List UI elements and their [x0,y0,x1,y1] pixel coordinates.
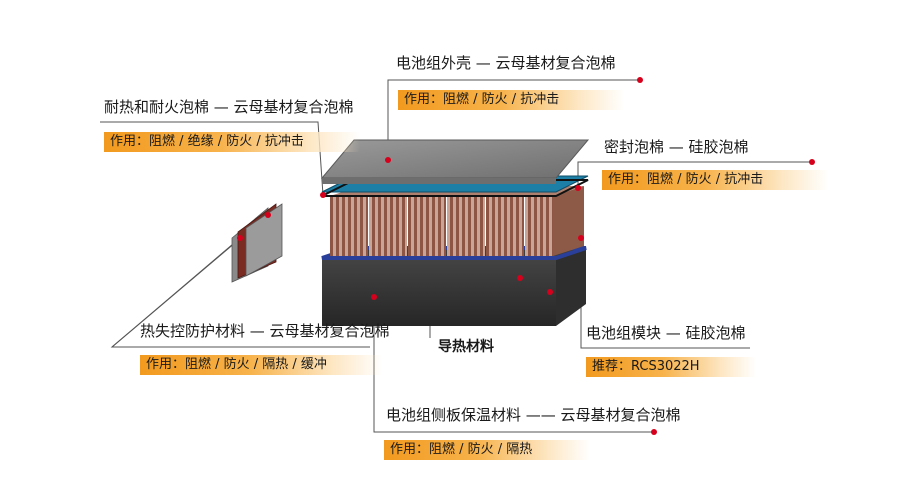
callout-module-title: 电池组模块 — 硅胶泡棉 [586,324,746,342]
pack-base [321,246,587,326]
callout-thermal-runaway-title: 热失控防护材料 — 云母基材复合泡棉 [140,322,390,340]
callout-side-panel-title: 电池组侧板保温材料 —— 云母基材复合泡棉 [386,406,681,424]
callout-heat-fire-foam-tag: 作用：阻燃 / 绝缘 / 防火 / 抗冲击 [104,132,360,152]
callout-shell-title: 电池组外壳 — 云母基材复合泡棉 [396,54,616,72]
marker-dots [237,77,815,435]
dot-module-part [578,235,584,241]
leader-side-panel [373,297,654,433]
callout-thermal-runaway-tag: 作用：阻燃 / 防火 / 隔热 / 缓冲 [140,355,382,375]
callout-module-tag: 推荐：RCS3022H [586,357,756,377]
callout-seal-foam-tag: 作用：阻燃 / 防火 / 抗冲击 [602,170,828,190]
leader-heat-fire-foam [100,121,324,196]
dot-base-part [547,289,553,295]
callout-thermal-conductive-title: 导热材料 [438,339,494,355]
dot-side-panel-tag [651,429,657,435]
leader-shell [387,79,640,160]
dot-conductive-part [517,275,523,281]
dot-shell-tag [637,77,643,83]
callout-side-panel-tag: 作用：阻燃 / 防火 / 隔热 [384,440,590,460]
cell-modules [330,186,584,256]
callout-heat-fire-foam-title: 耐热和耐火泡棉 — 云母基材复合泡棉 [104,98,354,116]
dot-seal-tag [809,159,815,165]
dot-runaway-part-2 [265,212,271,218]
callout-seal-foam-title: 密封泡棉 — 硅胶泡棉 [604,138,749,156]
dot-shell-part [385,157,391,163]
dot-seal-part [575,185,581,191]
dot-side-panel-part [371,294,377,300]
dot-runaway-part [237,235,243,241]
thermal-runaway-sheets [231,203,283,283]
dot-heat-fire-part [320,192,326,198]
pack-lid [320,139,590,184]
callout-shell-tag: 作用：阻燃 / 防火 / 抗冲击 [398,90,624,110]
